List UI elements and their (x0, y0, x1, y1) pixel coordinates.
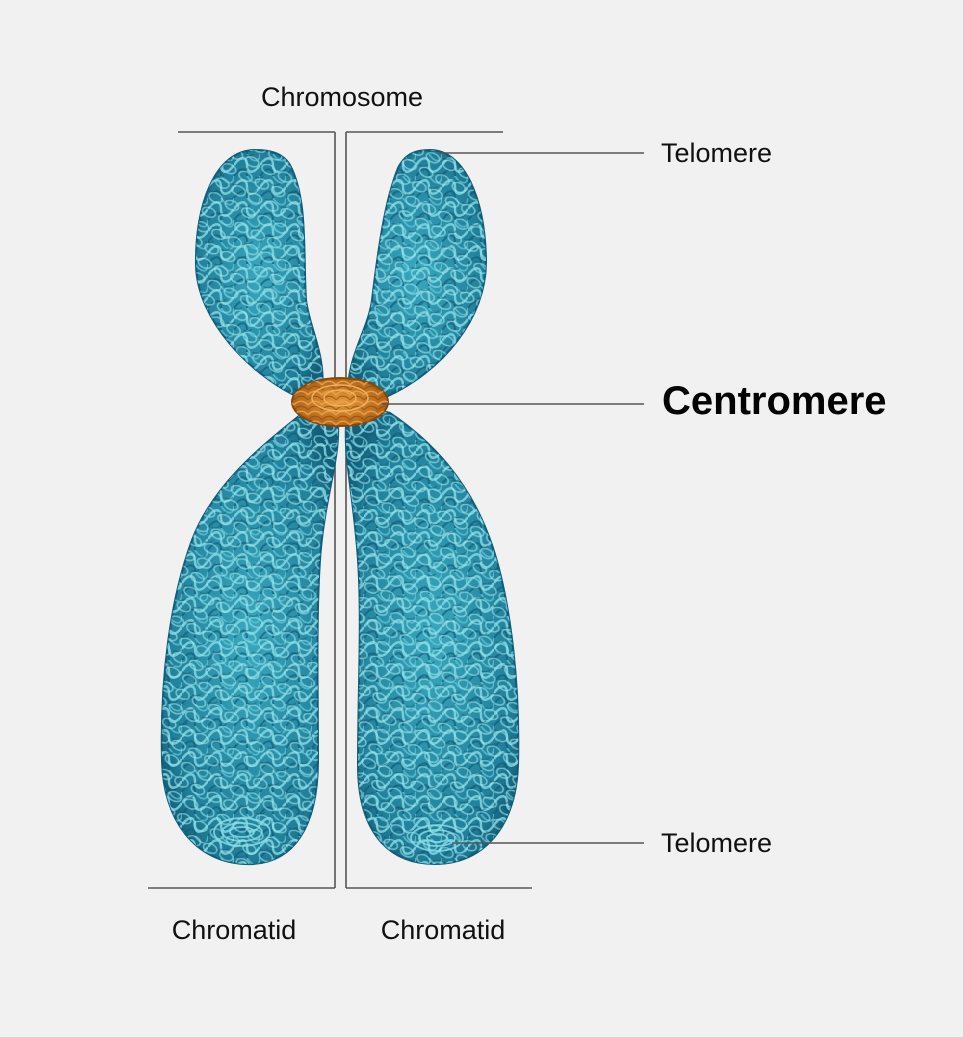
chromatid-left-label: Chromatid (172, 915, 297, 945)
centromere-label: Centromere (662, 379, 887, 423)
centromere-shape (291, 377, 389, 427)
chromatid-left-shape (160, 148, 340, 866)
chromatid-right-label: Chromatid (381, 915, 506, 945)
chromosome-label: Chromosome (261, 82, 423, 112)
chromatid-right-shape (344, 148, 520, 866)
telomere-top-label: Telomere (661, 138, 772, 168)
chromosome-bracket (148, 131, 532, 889)
telomere-bottom-label: Telomere (661, 828, 772, 858)
